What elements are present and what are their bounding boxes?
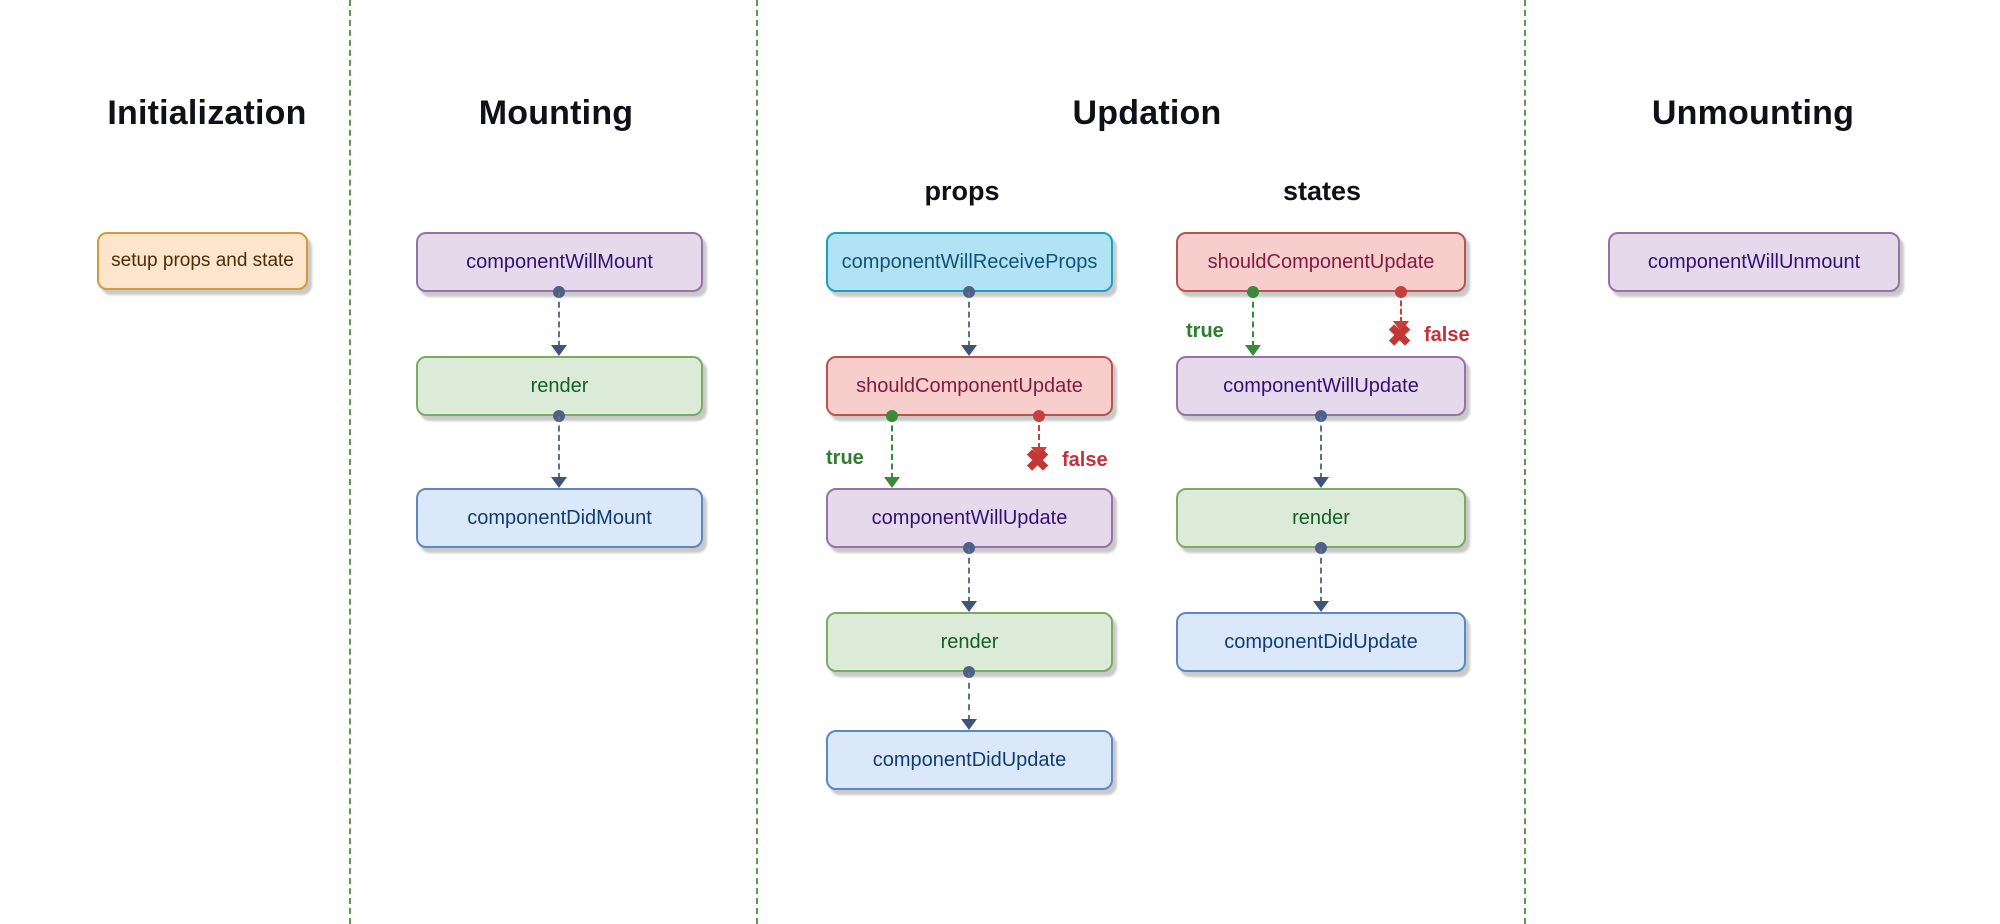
- edge-false-states: [1393, 286, 1409, 332]
- arrowhead-icon: [1313, 601, 1329, 612]
- node-componentDidUpdate-states: componentDidUpdate: [1176, 612, 1466, 672]
- node-componentWillUnmount: componentWillUnmount: [1608, 232, 1900, 292]
- edge-true-states: [1245, 286, 1261, 356]
- node-componentDidUpdate-props: componentDidUpdate: [826, 730, 1113, 790]
- arrowhead-icon: [1313, 477, 1329, 488]
- section-divider: [756, 0, 758, 924]
- section-title-unmounting: Unmounting: [1651, 94, 1855, 132]
- arrowhead-icon: [884, 477, 900, 488]
- edge-label-false-states: false: [1424, 324, 1470, 346]
- node-componentWillUpdate-states: componentWillUpdate: [1176, 356, 1466, 416]
- edge-willReceiveProps-to-shouldUpdate: [961, 286, 977, 356]
- arrowhead-icon: [961, 719, 977, 730]
- edge-willMount-to-render: [551, 286, 567, 356]
- node-render-props: render: [826, 612, 1113, 672]
- section-title-initialization: Initialization: [107, 94, 307, 132]
- arrowhead-icon: [1031, 447, 1047, 458]
- node-componentWillReceiveProps: componentWillReceiveProps: [826, 232, 1113, 292]
- section-divider: [349, 0, 351, 924]
- arrowhead-icon: [551, 477, 567, 488]
- section-divider: [1524, 0, 1526, 924]
- edge-false-props: [1031, 410, 1047, 458]
- arrowhead-icon: [961, 345, 977, 356]
- reject-x-icon: ✖: [1025, 445, 1051, 478]
- arrowhead-icon: [551, 345, 567, 356]
- arrowhead-icon: [1245, 345, 1261, 356]
- reject-x-icon: ✖: [1387, 320, 1413, 353]
- column-label-states: states: [1282, 176, 1362, 206]
- node-componentWillUpdate-props: componentWillUpdate: [826, 488, 1113, 548]
- edge-willUpdate-to-render-states: [1313, 410, 1329, 488]
- edge-render-to-didMount: [551, 410, 567, 488]
- node-setup-props-and-state: setup props and state: [97, 232, 308, 290]
- node-render-mounting: render: [416, 356, 703, 416]
- column-label-props: props: [924, 176, 1000, 206]
- edge-true-props: [884, 410, 900, 488]
- section-title-updation: Updation: [1072, 94, 1222, 132]
- node-shouldComponentUpdate-states: shouldComponentUpdate: [1176, 232, 1466, 292]
- edge-willUpdate-to-render-props: [961, 542, 977, 612]
- edge-label-true-props: true: [826, 447, 864, 469]
- node-shouldComponentUpdate-props: shouldComponentUpdate: [826, 356, 1113, 416]
- arrowhead-icon: [1393, 321, 1409, 332]
- edge-render-to-didUpdate-states: [1313, 542, 1329, 612]
- arrowhead-icon: [961, 601, 977, 612]
- edge-label-false-props: false: [1062, 449, 1108, 471]
- section-title-mounting: Mounting: [478, 94, 634, 132]
- node-componentDidMount: componentDidMount: [416, 488, 703, 548]
- edge-label-true-states: true: [1186, 320, 1224, 342]
- node-render-states: render: [1176, 488, 1466, 548]
- node-componentWillMount: componentWillMount: [416, 232, 703, 292]
- edge-render-to-didUpdate-props: [961, 666, 977, 730]
